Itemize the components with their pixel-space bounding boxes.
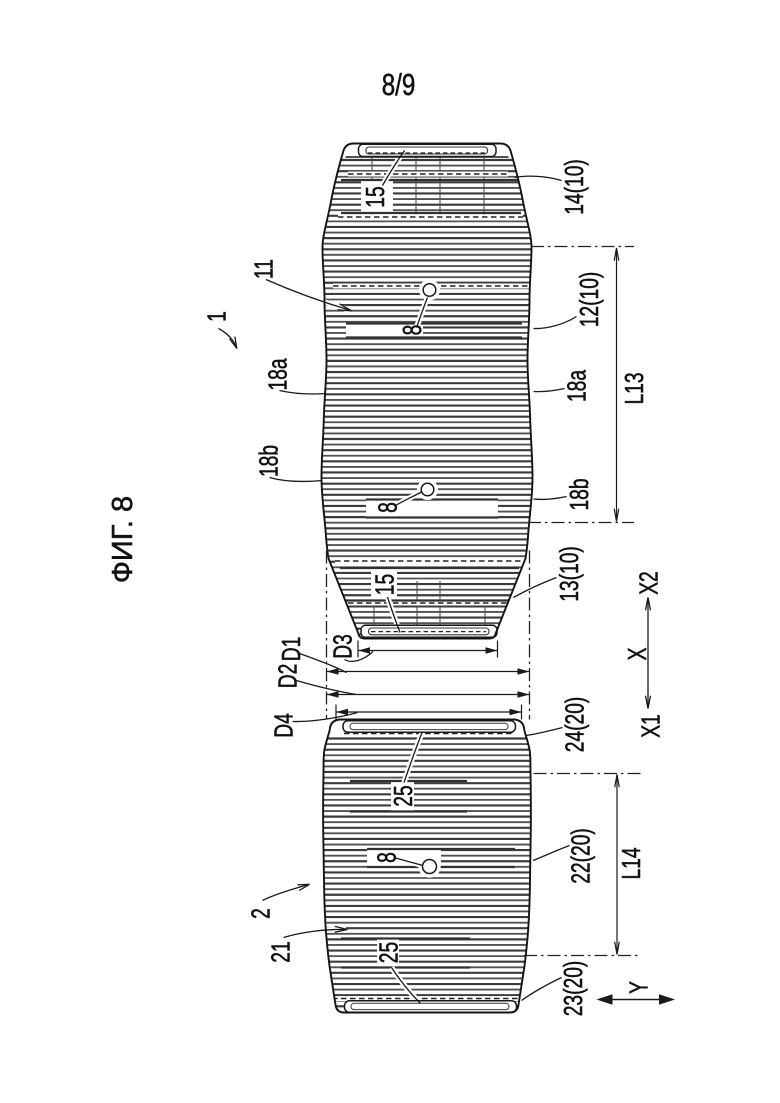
svg-text:21: 21	[265, 941, 295, 962]
svg-text:2: 2	[245, 908, 275, 919]
svg-text:22(20): 22(20)	[565, 828, 595, 884]
svg-text:8: 8	[372, 502, 402, 513]
svg-text:14(10): 14(10)	[559, 159, 589, 215]
svg-text:D2: D2	[272, 664, 302, 689]
svg-text:15: 15	[360, 186, 390, 207]
svg-text:X: X	[622, 648, 652, 661]
svg-text:12(10): 12(10)	[574, 272, 604, 328]
svg-text:18b: 18b	[253, 445, 283, 477]
svg-text:D1: D1	[276, 637, 306, 662]
svg-text:11: 11	[248, 259, 278, 279]
svg-text:25: 25	[373, 942, 403, 963]
svg-text:1: 1	[201, 311, 231, 322]
svg-text:18b: 18b	[564, 478, 594, 510]
svg-text:13(10): 13(10)	[554, 546, 584, 602]
svg-text:Y: Y	[623, 981, 653, 994]
svg-text:X2: X2	[633, 571, 663, 595]
svg-text:D4: D4	[268, 713, 298, 738]
svg-text:18a: 18a	[561, 370, 591, 402]
svg-text:L14: L14	[616, 847, 646, 879]
svg-text:D3: D3	[327, 634, 357, 659]
svg-text:8: 8	[371, 852, 401, 863]
svg-text:X1: X1	[635, 714, 665, 738]
svg-text:23(20): 23(20)	[558, 961, 588, 1017]
svg-text:15: 15	[369, 574, 399, 595]
svg-text:18a: 18a	[262, 358, 292, 390]
svg-text:24(20): 24(20)	[559, 697, 589, 753]
svg-text:ФИГ. 8: ФИГ. 8	[107, 496, 139, 583]
svg-text:L13: L13	[619, 372, 649, 404]
svg-text:8/9: 8/9	[382, 67, 416, 102]
svg-text:25: 25	[388, 785, 418, 806]
svg-text:8: 8	[397, 325, 427, 336]
